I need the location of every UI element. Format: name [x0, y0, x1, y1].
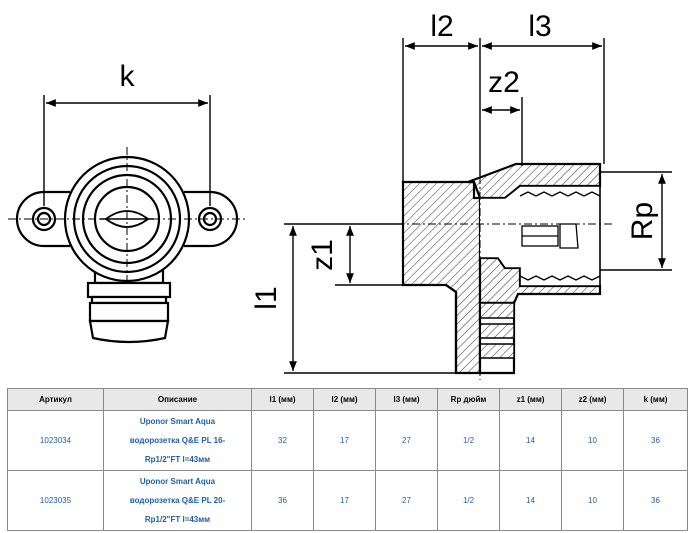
dimension-l1-label: l1: [250, 286, 283, 309]
cell-k: 36: [623, 470, 688, 531]
header-z2: z2 (мм): [561, 388, 624, 411]
header-rp: Rp дюйм: [437, 388, 500, 411]
table-row: 1023035 Uponor Smart Aqua водорозетка Q&…: [7, 470, 688, 531]
cell-description: Uponor Smart Aqua водорозетка Q&E PL 20-…: [103, 470, 252, 531]
description-line: водорозетка Q&E PL 20-: [129, 496, 226, 505]
dimension-k: [43, 95, 211, 206]
cell-l3: 27: [375, 470, 438, 531]
header-l3: l3 (мм): [375, 388, 438, 411]
header-l2: l2 (мм): [313, 388, 376, 411]
dimension-rp-label: Rp: [626, 202, 659, 240]
dimension-z1-label: z1: [306, 239, 339, 271]
header-z1: z1 (мм): [499, 388, 562, 411]
cell-l2: 17: [313, 470, 376, 531]
cell-l3: 27: [375, 410, 438, 471]
cell-z1: 14: [499, 410, 562, 471]
description-line: Uponor Smart Aqua: [139, 417, 216, 426]
dimension-z2: [482, 97, 523, 166]
cell-description: Uponor Smart Aqua водорозетка Q&E PL 16-…: [103, 410, 252, 471]
table-header-row: Артикул Описание l1 (мм) l2 (мм) l3 (мм)…: [7, 388, 688, 411]
header-k: k (мм): [623, 388, 688, 411]
cell-z2: 10: [561, 470, 624, 531]
header-l1: l1 (мм): [251, 388, 314, 411]
dimension-l2-label: l2: [430, 10, 453, 43]
cell-article: 1023034: [7, 410, 104, 471]
cell-rp: 1/2: [437, 470, 500, 531]
dimension-z1-l1: [284, 223, 456, 374]
cell-l1: 36: [251, 470, 314, 531]
dimension-z2-label: z2: [488, 66, 520, 99]
side-centerlines: [396, 176, 614, 380]
specification-table: Артикул Описание l1 (мм) l2 (мм) l3 (мм)…: [7, 388, 688, 531]
description-line: Rp1/2"FT l=43мм: [144, 515, 211, 524]
cell-z2: 10: [561, 410, 624, 471]
cell-k: 36: [623, 410, 688, 471]
cell-l2: 17: [313, 410, 376, 471]
dimension-l3-label: l3: [528, 10, 551, 43]
header-description: Описание: [103, 388, 252, 411]
side-section-view: [401, 162, 602, 375]
cell-article: 1023035: [7, 470, 104, 531]
description-line: водорозетка Q&E PL 16-: [129, 436, 226, 445]
description-line: Uponor Smart Aqua: [139, 477, 216, 486]
dimension-rp: [600, 171, 672, 271]
dimension-l2-l3: [402, 38, 605, 182]
front-centerlines: [8, 147, 246, 282]
header-article: Артикул: [7, 388, 104, 411]
dimension-k-label: k: [120, 60, 136, 93]
description-line: Rp1/2"FT l=43мм: [144, 455, 211, 464]
cell-l1: 32: [251, 410, 314, 471]
cell-z1: 14: [499, 470, 562, 531]
cell-rp: 1/2: [437, 410, 500, 471]
table-row: 1023034 Uponor Smart Aqua водорозетка Q&…: [7, 410, 688, 471]
technical-drawing: k: [8, 10, 672, 380]
